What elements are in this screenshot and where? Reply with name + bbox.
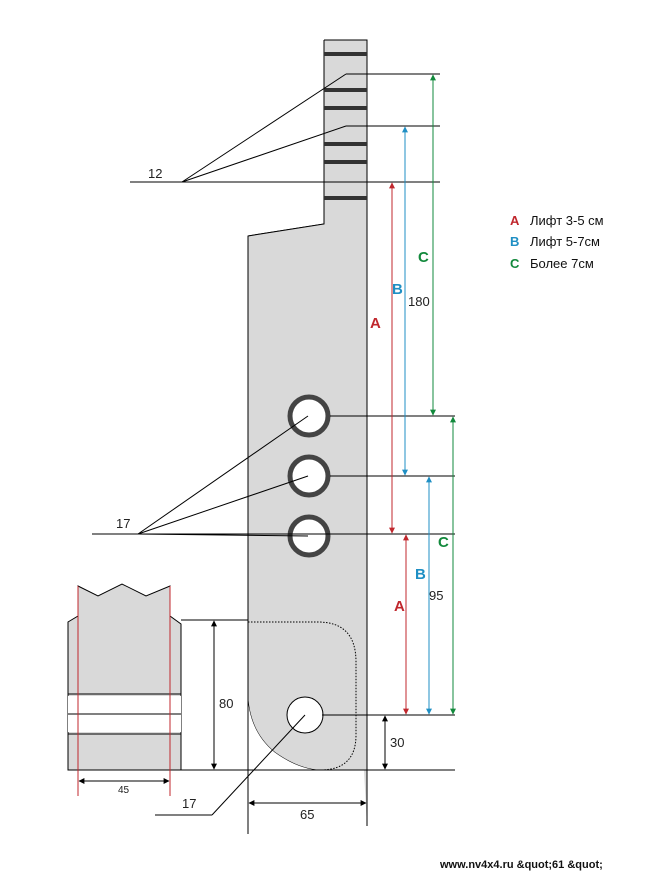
letter-b-upper: B (392, 281, 403, 298)
side-block (67, 583, 182, 771)
leader-12 (181, 73, 347, 183)
legend-text-b: Лифт 5-7см (530, 234, 600, 249)
legend-text-c: Более 7см (530, 256, 594, 271)
label-65: 65 (300, 807, 314, 822)
letter-a-upper: A (370, 315, 381, 332)
watermark: www.nv4x4.ru &quot;61 &quot; (439, 859, 603, 871)
top-slots (324, 52, 367, 200)
legend-letter-b: B (510, 234, 519, 249)
leader-bottom-hole (211, 714, 306, 816)
plate-notch-edge (247, 40, 325, 237)
label-95: 95 (429, 588, 443, 603)
letter-b-lower: B (415, 566, 426, 583)
label-12: 12 (148, 166, 162, 181)
hole-1 (287, 394, 331, 438)
leader-17 (137, 415, 309, 537)
label-30: 30 (390, 735, 404, 750)
label-45: 45 (118, 785, 130, 796)
legend-letter-c: C (510, 256, 520, 271)
label-17-bottom: 17 (182, 796, 196, 811)
letter-a-lower: A (394, 598, 405, 615)
letter-c-upper: C (418, 249, 429, 266)
legend-text-a: Лифт 3-5 см (530, 213, 604, 228)
legend-letter-a: A (510, 213, 520, 228)
label-80: 80 (219, 696, 233, 711)
label-180: 180 (408, 294, 430, 309)
label-17-holes: 17 (116, 516, 130, 531)
hole-2 (287, 454, 331, 498)
letter-c-lower: C (438, 534, 449, 551)
legend: A Лифт 3-5 см B Лифт 5-7см C Более 7см (510, 213, 604, 271)
